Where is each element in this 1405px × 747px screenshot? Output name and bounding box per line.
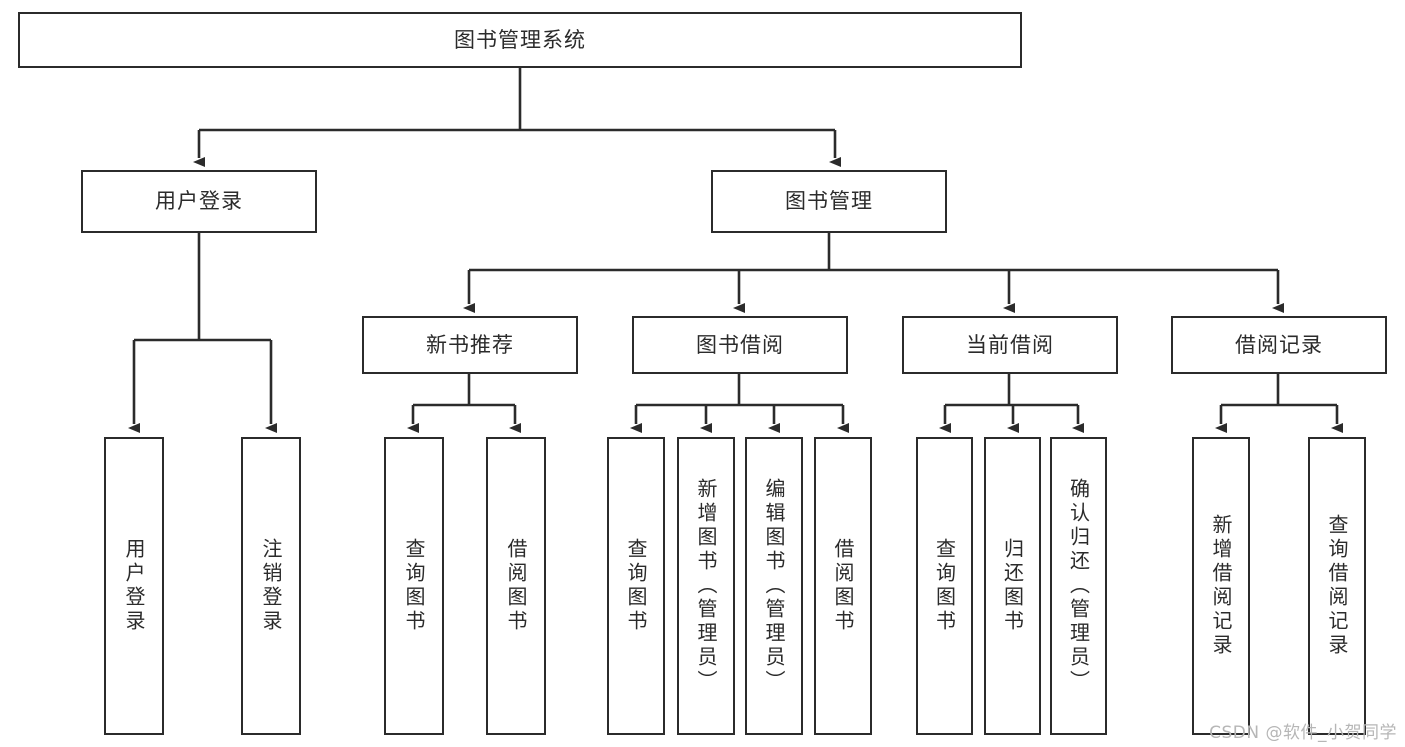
node-book-management[interactable]: 图书管理 <box>711 170 947 233</box>
node-borrow-record[interactable]: 借阅记录 <box>1171 316 1387 374</box>
node-user-login[interactable]: 用户登录 <box>81 170 317 233</box>
node-leaf-edit-book-admin[interactable]: 编辑图书（管理员） <box>745 437 803 735</box>
node-label: 确认归还（管理员） <box>1066 478 1091 694</box>
node-label: 新书推荐 <box>426 332 514 357</box>
node-label: 用户登录 <box>122 538 146 634</box>
node-label: 图书管理系统 <box>454 27 586 52</box>
node-leaf-query-book-current[interactable]: 查询图书 <box>916 437 973 735</box>
node-leaf-borrow-book[interactable]: 借阅图书 <box>814 437 872 735</box>
node-label: 用户登录 <box>155 189 243 214</box>
node-label: 查询图书 <box>932 538 957 634</box>
node-label: 图书管理 <box>785 189 873 214</box>
watermark-csdn: CSDN @软件_小贺同学 <box>1209 723 1397 743</box>
node-leaf-logout[interactable]: 注销登录 <box>241 437 301 735</box>
node-current-borrow[interactable]: 当前借阅 <box>902 316 1118 374</box>
node-label: 图书借阅 <box>696 332 784 357</box>
node-leaf-query-borrow-record[interactable]: 查询借阅记录 <box>1308 437 1366 735</box>
node-label: 查询借阅记录 <box>1325 514 1349 658</box>
node-label: 借阅图书 <box>504 538 528 634</box>
node-new-book-recommend[interactable]: 新书推荐 <box>362 316 578 374</box>
node-root-book-management-system[interactable]: 图书管理系统 <box>18 12 1022 68</box>
node-leaf-return-book[interactable]: 归还图书 <box>984 437 1041 735</box>
node-label: 新增借阅记录 <box>1209 514 1233 658</box>
node-label: 新增图书（管理员） <box>694 478 718 694</box>
node-leaf-query-book-recommend[interactable]: 查询图书 <box>384 437 444 735</box>
node-leaf-confirm-return-admin[interactable]: 确认归还（管理员） <box>1050 437 1107 735</box>
node-leaf-user-login[interactable]: 用户登录 <box>104 437 164 735</box>
node-label: 查询图书 <box>624 538 648 634</box>
node-leaf-query-book-borrow[interactable]: 查询图书 <box>607 437 665 735</box>
node-leaf-add-book-admin[interactable]: 新增图书（管理员） <box>677 437 735 735</box>
node-leaf-add-borrow-record[interactable]: 新增借阅记录 <box>1192 437 1250 735</box>
node-label: 借阅图书 <box>831 538 855 634</box>
node-label: 借阅记录 <box>1235 332 1323 357</box>
node-book-borrow[interactable]: 图书借阅 <box>632 316 848 374</box>
node-leaf-borrow-book-recommend[interactable]: 借阅图书 <box>486 437 546 735</box>
node-label: 查询图书 <box>402 538 426 634</box>
node-label: 注销登录 <box>259 538 283 634</box>
node-label: 编辑图书（管理员） <box>762 478 786 694</box>
node-label: 当前借阅 <box>966 332 1054 357</box>
node-label: 归还图书 <box>1000 538 1025 634</box>
